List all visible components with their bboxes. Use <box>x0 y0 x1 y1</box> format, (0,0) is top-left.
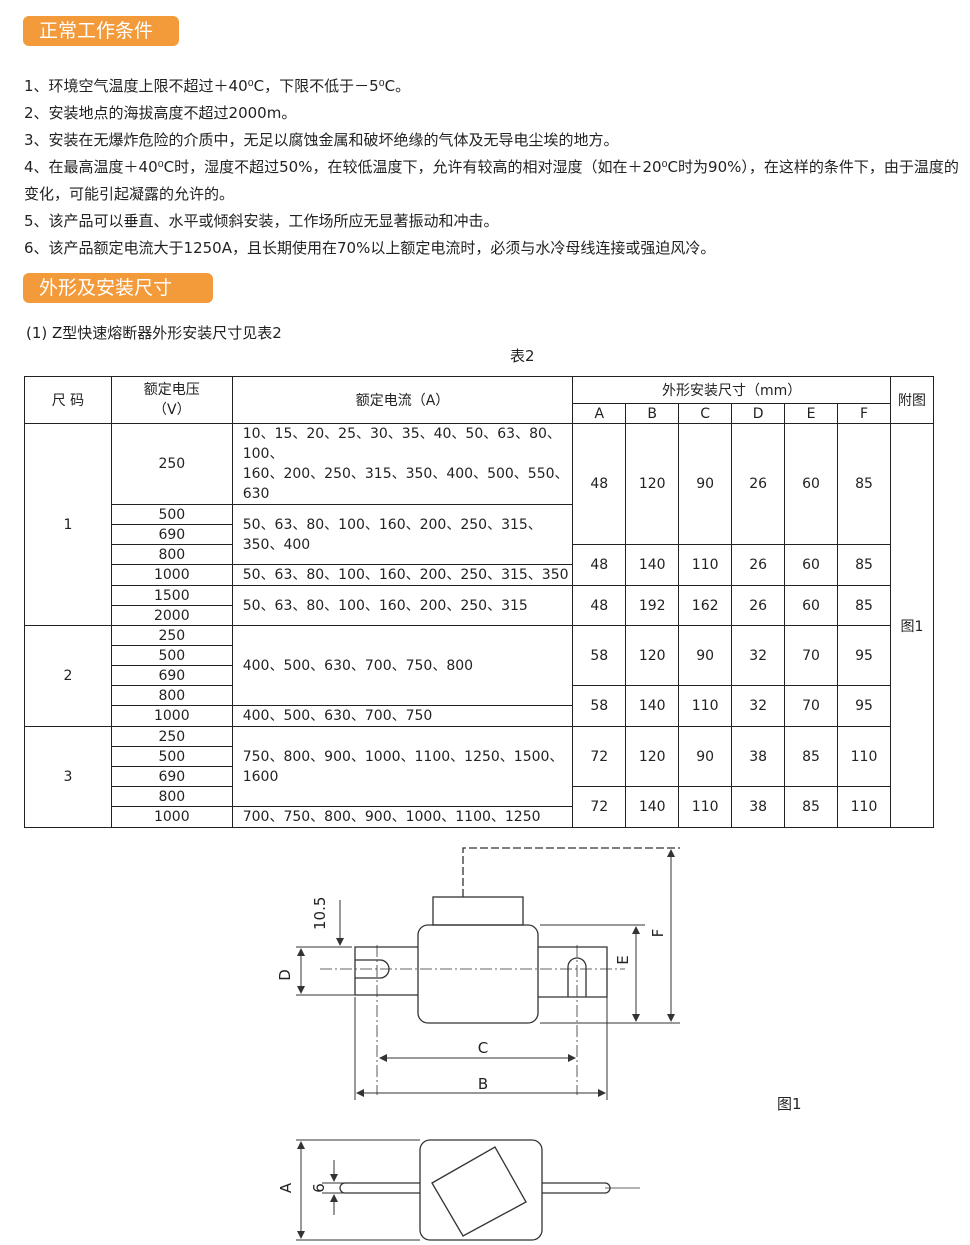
voltage-cell: 250 <box>110 625 233 646</box>
right-blade <box>538 946 608 998</box>
dim-cell: 58 <box>572 625 627 686</box>
current-cell: 700、750、800、900、1000、1100、1250 <box>231 806 574 828</box>
voltage-cell: 1500 <box>110 585 233 606</box>
dim-cell: 70 <box>784 685 839 727</box>
left-blade <box>354 946 418 996</box>
dim-cell: 140 <box>625 786 680 828</box>
header-voltage: 额定电压 （V） <box>110 376 233 424</box>
figure-caption: 图1 <box>777 1095 802 1113</box>
voltage-cell: 500 <box>110 645 233 666</box>
header-col-f: F <box>837 403 891 424</box>
dim-label-10-5: 10.5 <box>311 897 329 930</box>
voltage-cell: 1000 <box>110 705 233 727</box>
conditions-list: 1、环境空气温度上限不超过＋40⁰C，下限不低于－5⁰C。 2、安装地点的海拔高… <box>24 73 959 262</box>
dim-cell: 90 <box>678 625 733 686</box>
top-terminal <box>432 896 524 926</box>
table-note: (1) Z型快速熔断器外形安装尺寸见表2 <box>26 324 282 342</box>
current-cell: 50、63、80、100、160、200、250、315 <box>231 585 574 626</box>
dim-cell: 192 <box>625 585 680 626</box>
dim-label-a: A <box>277 1182 295 1193</box>
dim-cell: 90 <box>678 726 733 787</box>
dim-cell: 26 <box>731 423 786 545</box>
dim-cell: 110 <box>837 726 891 787</box>
dim-label-e: E <box>614 955 632 964</box>
dim-cell: 85 <box>784 786 839 828</box>
condition-item: 6、该产品额定电流大于1250A，且长期使用在70%以上额定电流时，必须与水冷母… <box>24 239 716 257</box>
header-size: 尺 码 <box>24 376 112 424</box>
dim-cell: 58 <box>572 685 627 727</box>
dim-cell: 32 <box>731 625 786 686</box>
dim-label-d: D <box>276 969 294 981</box>
dim-cell: 85 <box>837 585 891 626</box>
size-cell: 2 <box>24 625 112 727</box>
condition-item: 1、环境空气温度上限不超过＋40⁰C，下限不低于－5⁰C。 <box>24 77 411 95</box>
voltage-cell: 2000 <box>110 605 233 626</box>
dim-label-6: 6 <box>310 1183 328 1193</box>
current-cell: 400、500、630、700、750、800 <box>231 625 574 706</box>
dim-label-f: F <box>649 929 667 938</box>
voltage-cell: 1000 <box>110 806 233 828</box>
dim-cell: 72 <box>572 786 627 828</box>
dim-cell: 85 <box>837 423 891 545</box>
current-cell: 400、500、630、700、750 <box>231 705 574 727</box>
fuse-body <box>417 924 539 1024</box>
dim-cell: 110 <box>678 685 733 727</box>
condition-item: 3、安装在无爆炸危险的介质中，无足以腐蚀金属和破坏绝缘的气体及无导电尘埃的地方。 <box>24 131 619 149</box>
current-cell: 750、800、900、1000、1100、1250、1500、1600 <box>231 726 574 807</box>
current-cell: 50、63、80、100、160、200、250、315、350、400 <box>231 504 574 565</box>
header-figure: 附图 <box>889 376 935 424</box>
size-cell: 3 <box>24 726 112 828</box>
dim-label-c: C <box>478 1039 488 1057</box>
condition-item: 5、该产品可以垂直、水平或倾斜安装，工作场所应无显著振动和冲击。 <box>24 212 499 230</box>
section-title-conditions: 正常工作条件 <box>23 16 179 46</box>
dim-cell: 120 <box>625 726 680 787</box>
dim-label-b: B <box>478 1075 488 1093</box>
voltage-cell: 800 <box>110 786 233 807</box>
indicator-diamond <box>431 1146 527 1237</box>
dim-cell: 26 <box>731 585 786 626</box>
current-cell: 50、63、80、100、160、200、250、315、350 <box>231 564 574 586</box>
section-title-dimensions: 外形及安装尺寸 <box>23 273 213 303</box>
dim-cell: 38 <box>731 786 786 828</box>
dim-cell: 140 <box>625 685 680 727</box>
dim-cell: 32 <box>731 685 786 727</box>
dim-cell: 72 <box>572 726 627 787</box>
dim-cell: 162 <box>678 585 733 626</box>
bottom-right-blade <box>542 1182 611 1194</box>
dim-cell: 90 <box>678 423 733 545</box>
condition-item: 2、安装地点的海拔高度不超过2000m。 <box>24 104 297 122</box>
figure-ref-cell: 图1 <box>889 423 935 828</box>
voltage-cell: 250 <box>110 726 233 747</box>
bottom-body <box>419 1139 543 1241</box>
dim-cell: 110 <box>678 786 733 828</box>
table-caption: 表2 <box>510 347 535 365</box>
right-slot <box>567 957 587 997</box>
dimension-table: 尺 码 额定电压 （V） 额定电流（A） 外形安装尺寸（mm） 附图 A B C… <box>24 376 935 828</box>
condition-item: 4、在最高温度＋40⁰C时，湿度不超过50%，在较低温度下，允许有较高的相对湿度… <box>24 158 959 203</box>
bottom-left-blade <box>339 1182 420 1194</box>
voltage-cell: 250 <box>110 423 233 505</box>
dim-cell: 110 <box>837 786 891 828</box>
dim-cell: 48 <box>572 585 627 626</box>
phantom-outline <box>462 847 680 897</box>
